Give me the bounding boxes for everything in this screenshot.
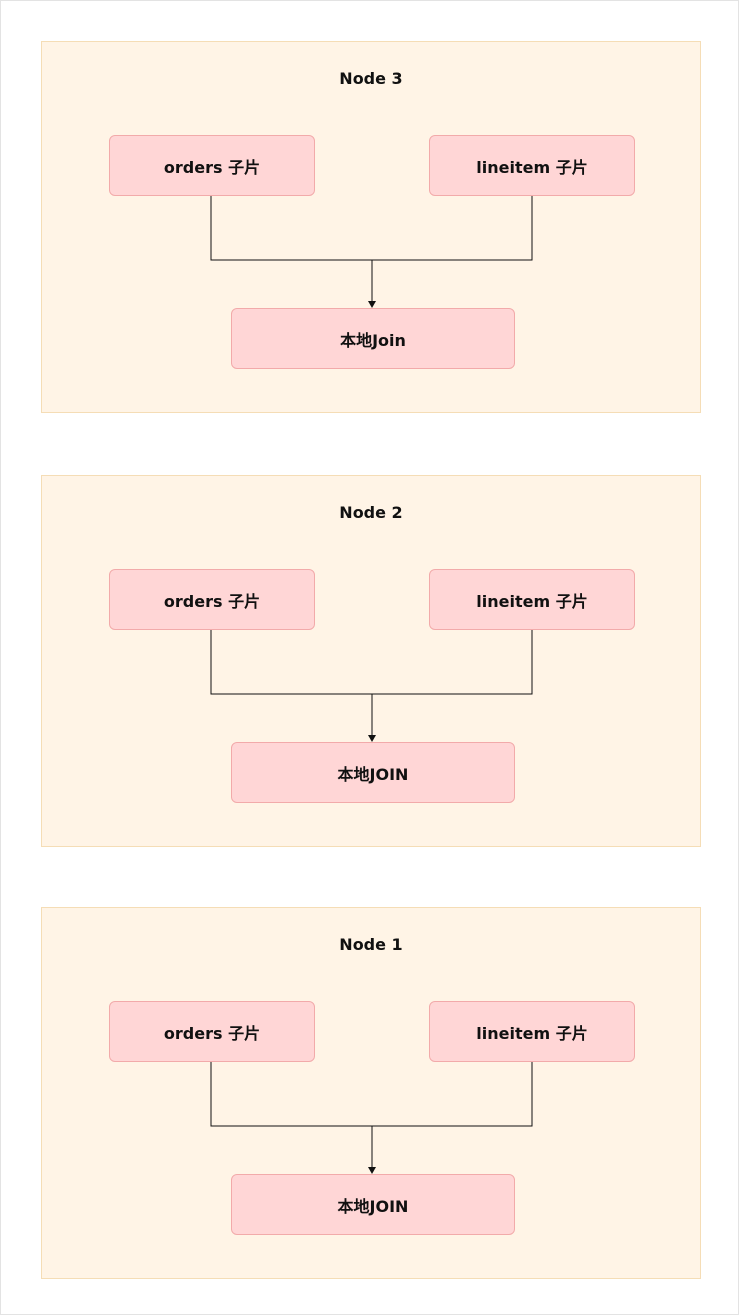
local-join-box: 本地JOIN [231,742,515,803]
orders-shard-box: orders 子片 [109,135,315,196]
lineitem-shard-box: lineitem 子片 [429,135,635,196]
node-panel-3: Node 3 orders 子片 lineitem 子片 本地Join [41,41,701,413]
lineitem-shard-box: lineitem 子片 [429,1001,635,1062]
local-join-box: 本地JOIN [231,1174,515,1235]
merge-connector [210,630,533,742]
arrow-head-icon [368,735,376,742]
orders-shard-box: orders 子片 [109,1001,315,1062]
node-panel-2: Node 2 orders 子片 lineitem 子片 本地JOIN [41,475,701,847]
arrow-head-icon [368,301,376,308]
arrow-head-icon [368,1167,376,1174]
lineitem-shard-box: lineitem 子片 [429,569,635,630]
node-title: Node 2 [339,503,403,522]
node-title: Node 3 [339,69,403,88]
node-title: Node 1 [339,935,403,954]
node-panel-1: Node 1 orders 子片 lineitem 子片 本地JOIN [41,907,701,1279]
local-join-box: 本地Join [231,308,515,369]
merge-connector [210,1062,533,1174]
orders-shard-box: orders 子片 [109,569,315,630]
merge-connector [210,196,533,308]
